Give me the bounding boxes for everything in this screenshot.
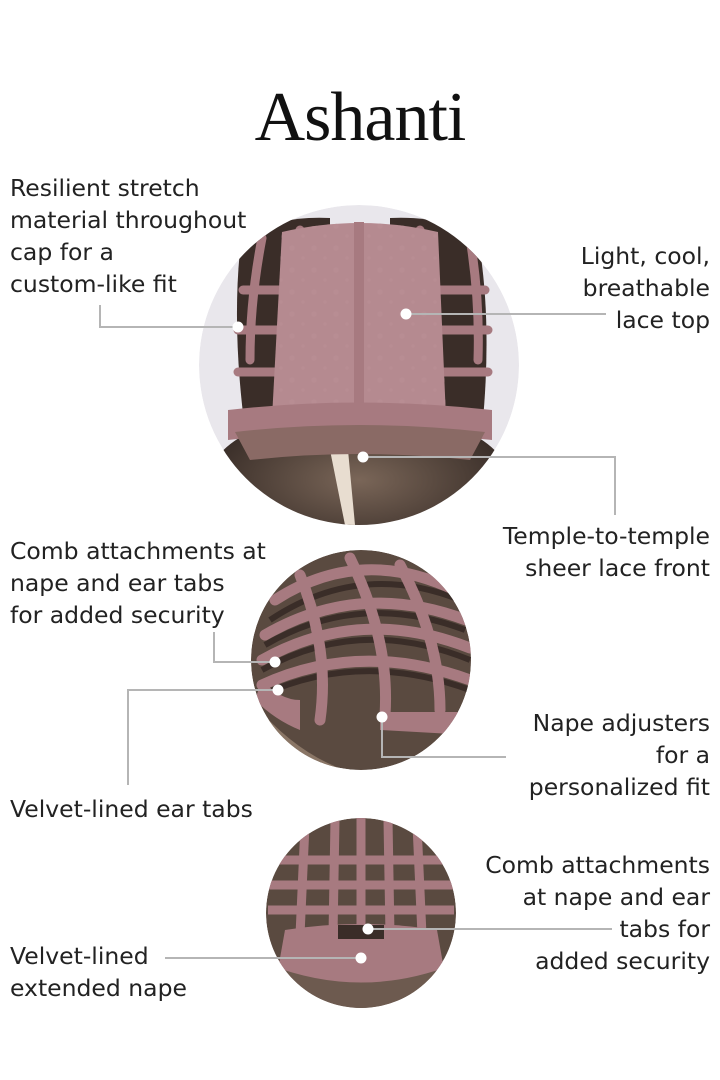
- cap-nape-view: [266, 818, 456, 1008]
- callout-ear-tabs: Velvet-lined ear tabs: [10, 795, 253, 823]
- cap-side-view: [251, 550, 471, 770]
- leader-dots: [232, 308, 412, 964]
- callout-extended-nape: Velvet-lined extended nape: [10, 942, 187, 1002]
- callout-lace-front: Temple-to-temple sheer lace front: [502, 522, 710, 582]
- callout-lace-top: Light, cool, breathable lace top: [580, 242, 710, 334]
- product-title: Ashanti: [254, 79, 467, 156]
- callout-comb-attachments-1: Comb attachments at nape and ear tabs fo…: [10, 537, 266, 629]
- cap-top-view: [199, 205, 519, 525]
- leader-lines: [99, 305, 616, 959]
- callout-comb-attachments-2: Comb attachments at nape and ear tabs fo…: [485, 851, 710, 975]
- callout-nape-adjusters: Nape adjusters for a personalized fit: [528, 709, 710, 801]
- callout-stretch-material: Resilient stretch material throughout ca…: [10, 174, 247, 298]
